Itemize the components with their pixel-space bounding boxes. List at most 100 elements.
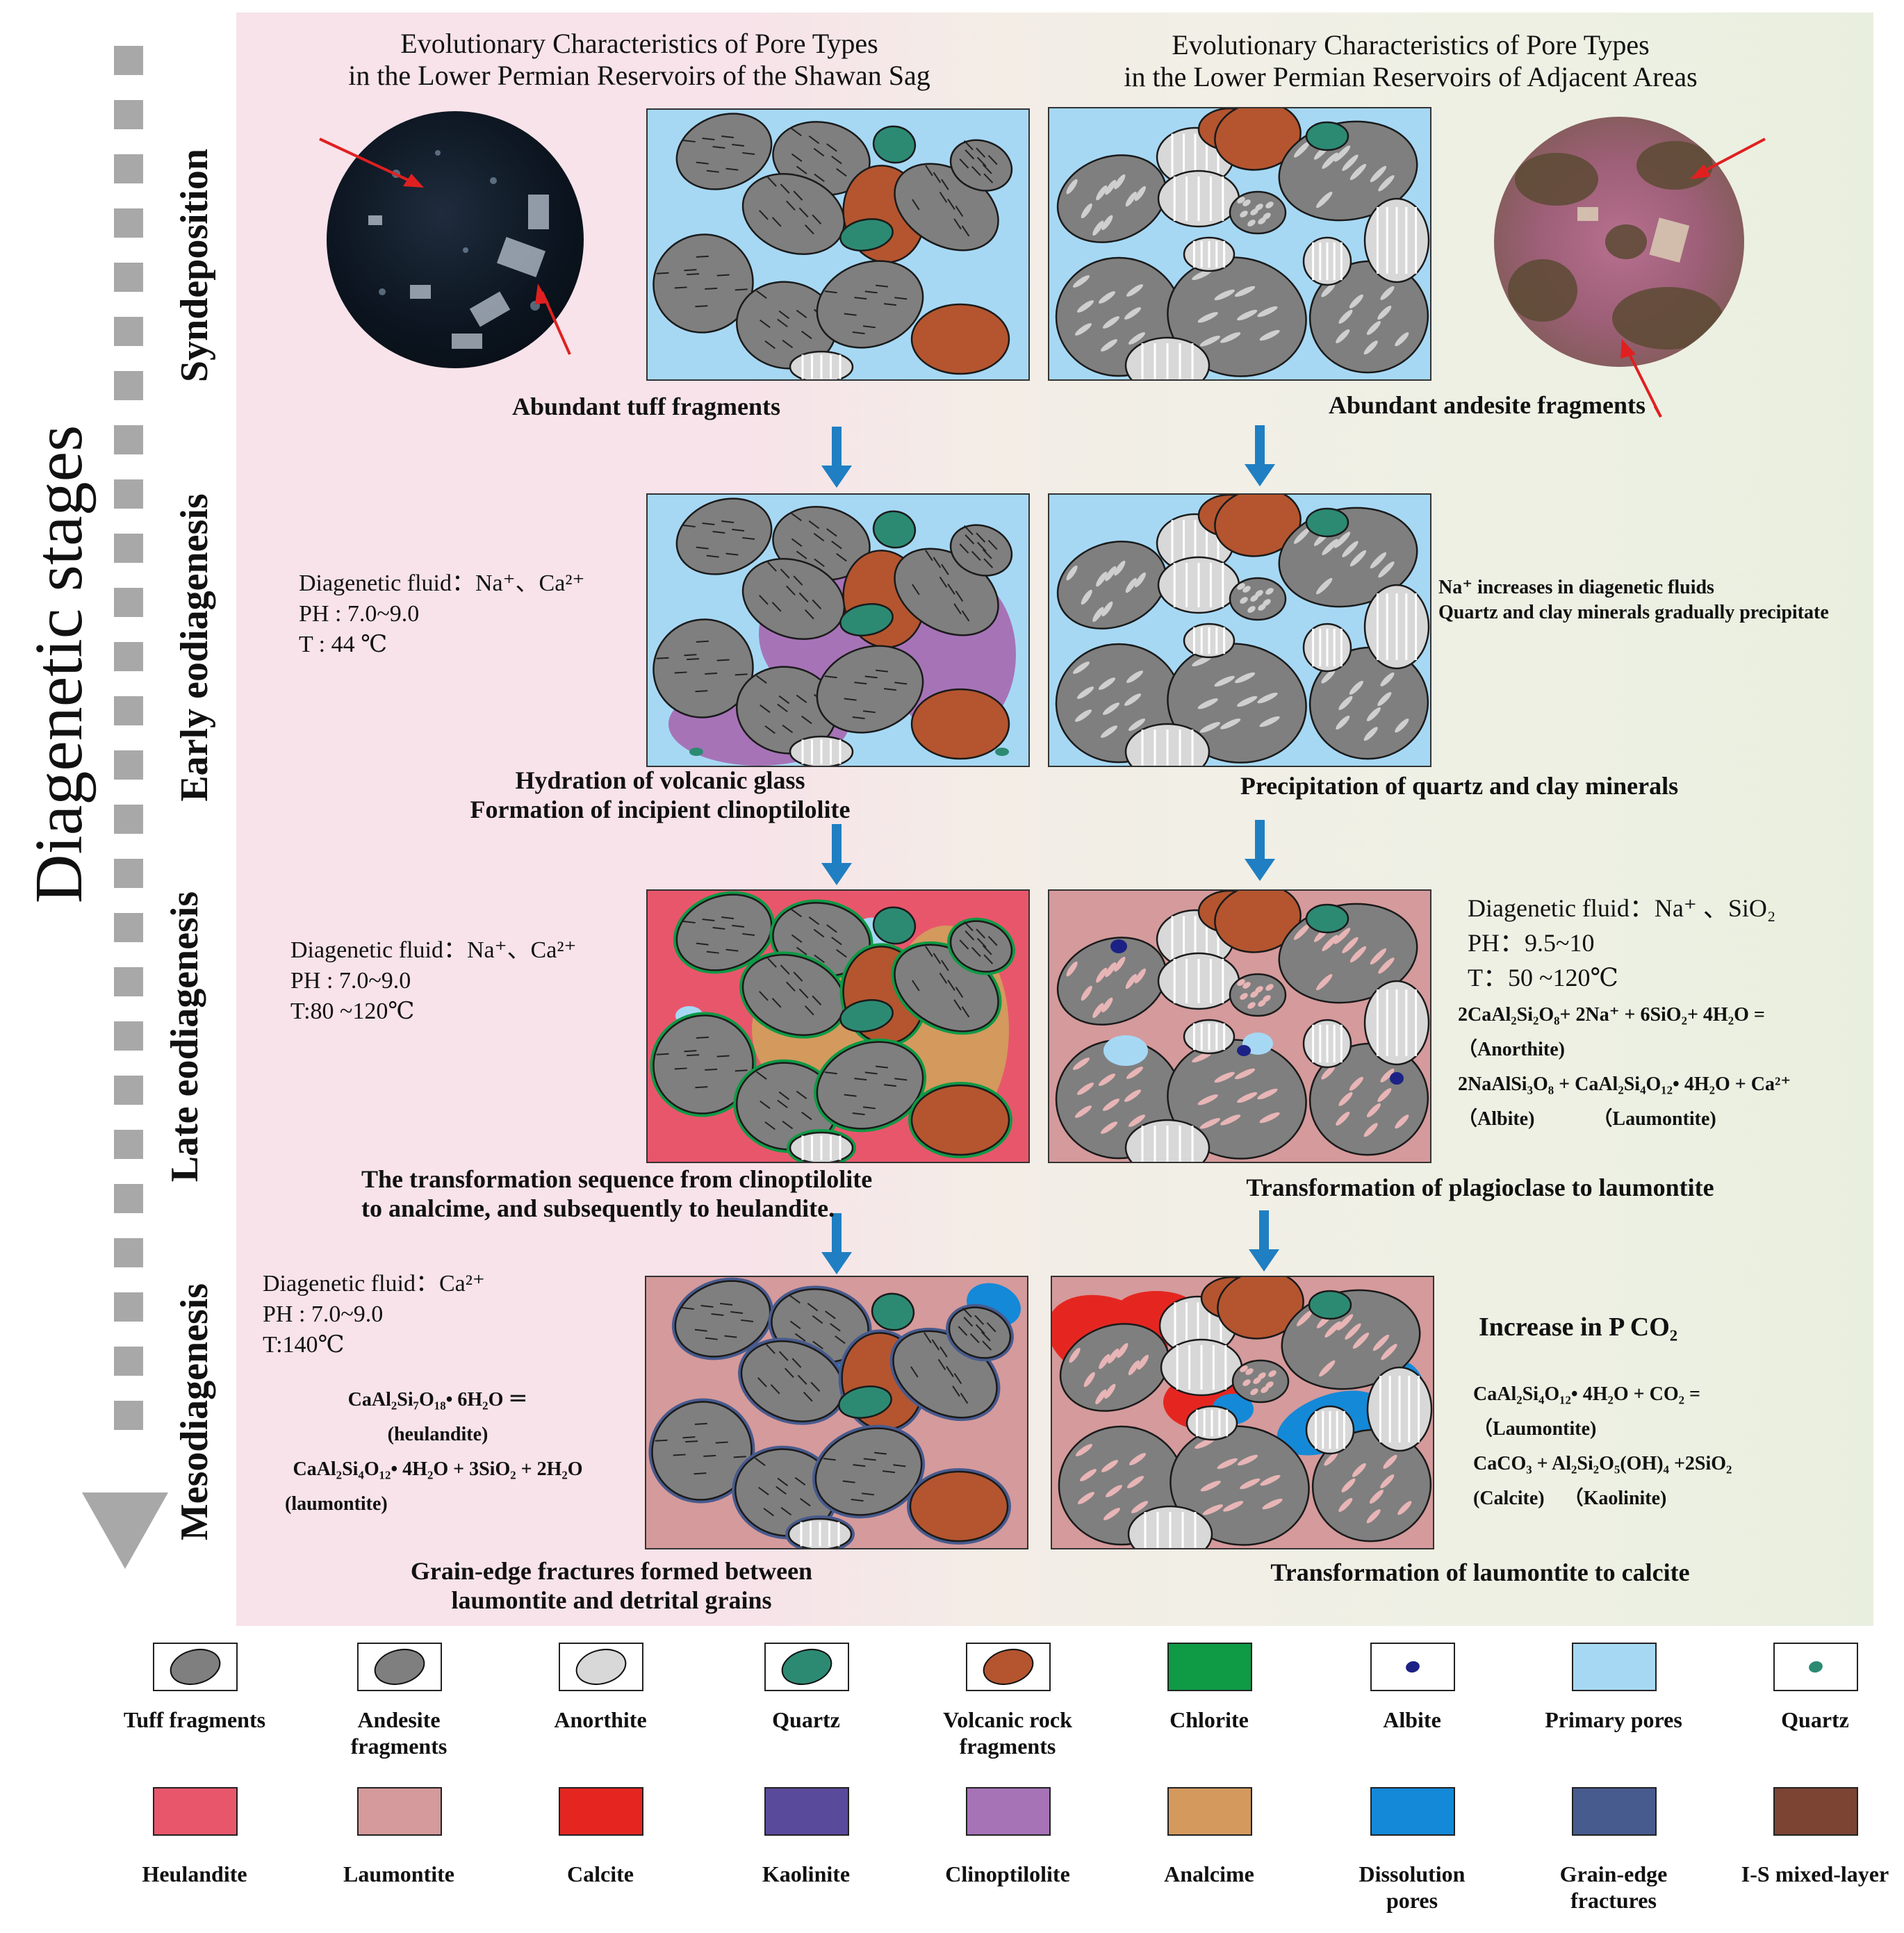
note-meso-right-head: Increase in P CO₂	[1479, 1313, 1678, 1342]
note-line: PH : 7.0~9.0	[299, 601, 420, 627]
equation-line: （Albite) （Laumontite)	[1458, 1108, 1716, 1130]
stage-bar-segment	[114, 1076, 143, 1105]
legend-label: Kaolinite	[762, 1861, 851, 1886]
stage-label-late-eodiagenesis: Late eodiagenesis	[163, 891, 206, 1183]
legend-label: Grain-edge fractures	[1559, 1861, 1668, 1913]
legend-label: Analcime	[1164, 1861, 1254, 1886]
legend-swatch	[153, 1643, 238, 1691]
stage-bar-segment	[114, 696, 143, 725]
equation-meso-right: CaAl₂Si₄O₁₂• 4H₂O + CO₂ = （Laumontite) C…	[1473, 1377, 1732, 1516]
right-title-line-1: Evolutionary Characteristics of Pore Typ…	[1172, 29, 1650, 60]
note-line: T:140℃	[263, 1332, 345, 1358]
arrow-down-icon	[821, 824, 852, 885]
left-title-line-2: in the Lower Permian Reservoirs of the S…	[348, 60, 930, 91]
caption-meso-left-line-1: Grain-edge fractures formed between	[410, 1557, 813, 1585]
panel-late-shawan	[646, 889, 1030, 1163]
legend-label: Laumontite	[343, 1861, 454, 1886]
legend-swatch	[1167, 1643, 1252, 1691]
equation-meso-left: CaAl₂Si₇O₁₈• 6H₂O ＝ (heulandite) CaAl₂Si…	[243, 1383, 632, 1522]
stage-bar-segment	[114, 1021, 143, 1051]
diagenetic-stages-title: Diagenetic stages	[22, 425, 97, 904]
equation-line: （Anorthite)	[1458, 1039, 1565, 1060]
arrow-down-icon	[821, 427, 852, 488]
legend-swatch	[1167, 1787, 1252, 1836]
note-line: PH : 7.0~9.0	[263, 1301, 384, 1327]
legend-swatch	[1370, 1787, 1455, 1836]
panel-late-adjacent	[1048, 889, 1431, 1163]
note-line: T：50 ~120℃	[1468, 964, 1618, 992]
note-meso-left: Diagenetic fluid：Ca²⁺ PH : 7.0~9.0 T:140…	[263, 1269, 485, 1360]
micrograph-pointer-arrows-left	[319, 138, 571, 355]
legend-swatch	[1572, 1643, 1657, 1691]
legend-label: Chlorite	[1170, 1707, 1249, 1732]
stage-bar-segment	[114, 805, 143, 834]
stage-bar-segment	[114, 479, 143, 509]
stage-bar-segment	[114, 263, 143, 292]
equation-line: (Calcite) （Kaolinite)	[1473, 1488, 1667, 1509]
stage-bar-segment	[114, 154, 143, 183]
legend-swatch	[559, 1643, 643, 1691]
legend-label: Andesite fragments	[350, 1707, 448, 1759]
note-line: Diagenetic fluid：Na⁺、Ca²⁺	[299, 570, 585, 596]
stage-label-mesodiagenesis: Mesodiagenesis	[173, 1283, 216, 1541]
legend-label: Clinoptilolite	[945, 1861, 1070, 1886]
legend-label: I-S mixed-layer	[1741, 1861, 1889, 1886]
legend-swatch	[1572, 1787, 1657, 1836]
legend-swatch	[357, 1787, 442, 1836]
stage-bar-segment	[114, 913, 143, 942]
tuff-micrograph	[327, 111, 584, 368]
arrow-down-icon	[1245, 425, 1275, 486]
equation-line: CaAl₂Si₄O₁₂• 4H₂O + 3SiO₂ + 2H₂O	[293, 1458, 583, 1480]
equation-line: （Laumontite)	[1473, 1418, 1597, 1440]
equation-line: 2NaAlSi₃O₈ + CaAl₂Si₄O₁₂• 4H₂O + Ca²⁺	[1458, 1074, 1791, 1095]
legend-label: Anorthite	[554, 1707, 647, 1732]
legend-label: Calcite	[567, 1861, 634, 1886]
legend-label: Dissolution pores	[1359, 1861, 1466, 1913]
legend-swatch	[764, 1643, 849, 1691]
legend-swatch	[153, 1787, 238, 1836]
caption-late-left-line-2: to analcime, and subsequently to heuland…	[361, 1194, 835, 1222]
legend-label: Quartz	[772, 1707, 840, 1732]
stage-bar-segment	[114, 100, 143, 129]
micrograph-pointer-arrows-right	[1654, 138, 1766, 418]
note-line: Quartz and clay minerals gradually preci…	[1438, 602, 1829, 623]
legend-label: Albite	[1383, 1707, 1441, 1732]
stage-bar-segment	[114, 1401, 143, 1430]
note-late-right: Diagenetic fluid：Na⁺ 、SiO₂ PH：9.5~10 T：5…	[1468, 891, 1775, 995]
caption-syn-left: Abundant tuff fragments	[511, 393, 781, 420]
caption-late-left-line-1: The transformation sequence from clinopt…	[361, 1165, 873, 1193]
stage-bar-segment	[114, 859, 143, 888]
note-line: Diagenetic fluid：Na⁺、Ca²⁺	[290, 937, 577, 963]
stage-bar-segment	[114, 642, 143, 671]
caption-meso-left: Grain-edge fractures formed between laum…	[361, 1556, 862, 1615]
legend-label: Tuff fragments	[123, 1707, 266, 1732]
caption-meso-right: Transformation of laumontite to calcite	[1270, 1558, 1690, 1586]
stage-bar-segment	[114, 1347, 143, 1376]
legend-swatch	[1773, 1643, 1858, 1691]
equation-late-right: 2CaAl₂Si₂O₈+ 2Na⁺ + 6SiO₂+ 4H₂O = （Anort…	[1458, 998, 1791, 1137]
panel-early-adjacent	[1048, 493, 1431, 767]
arrow-down-icon	[1249, 1210, 1279, 1272]
equation-line: (heulandite)	[387, 1424, 489, 1445]
note-line: PH : 7.0~9.0	[290, 968, 411, 994]
stage-bar-segment	[114, 967, 143, 996]
note-early-left: Diagenetic fluid：Na⁺、Ca²⁺ PH : 7.0~9.0 T…	[299, 568, 584, 660]
legend-swatch	[966, 1787, 1051, 1836]
panel-meso-shawan	[645, 1276, 1028, 1549]
stage-bar-segment	[114, 588, 143, 617]
stage-label-early-eodiagenesis: Early eodiagenesis	[173, 493, 216, 802]
note-line: T : 44 ℃	[299, 632, 388, 657]
note-line: T:80 ~120℃	[290, 998, 415, 1024]
stage-arrow-down-icon	[82, 1492, 168, 1569]
stage-label-syndeposition: Syndeposition	[173, 148, 216, 383]
legend-swatch	[1370, 1643, 1455, 1691]
legend-swatch	[764, 1787, 849, 1836]
equation-line: CaCO₃ + Al₂Si₂O₅(OH)₄ +2SiO₂	[1473, 1453, 1732, 1474]
right-title-line-2: in the Lower Permian Reservoirs of Adjac…	[1124, 61, 1698, 92]
left-column-title: Evolutionary Characteristics of Pore Typ…	[236, 28, 1042, 92]
stage-bar-segment	[114, 371, 143, 400]
panel-syndeposition-adjacent	[1048, 107, 1431, 381]
stage-bar-segment	[114, 534, 143, 563]
caption-syn-right: Abundant andesite fragments	[1328, 391, 1646, 419]
legend-label: Quartz	[1781, 1707, 1849, 1732]
